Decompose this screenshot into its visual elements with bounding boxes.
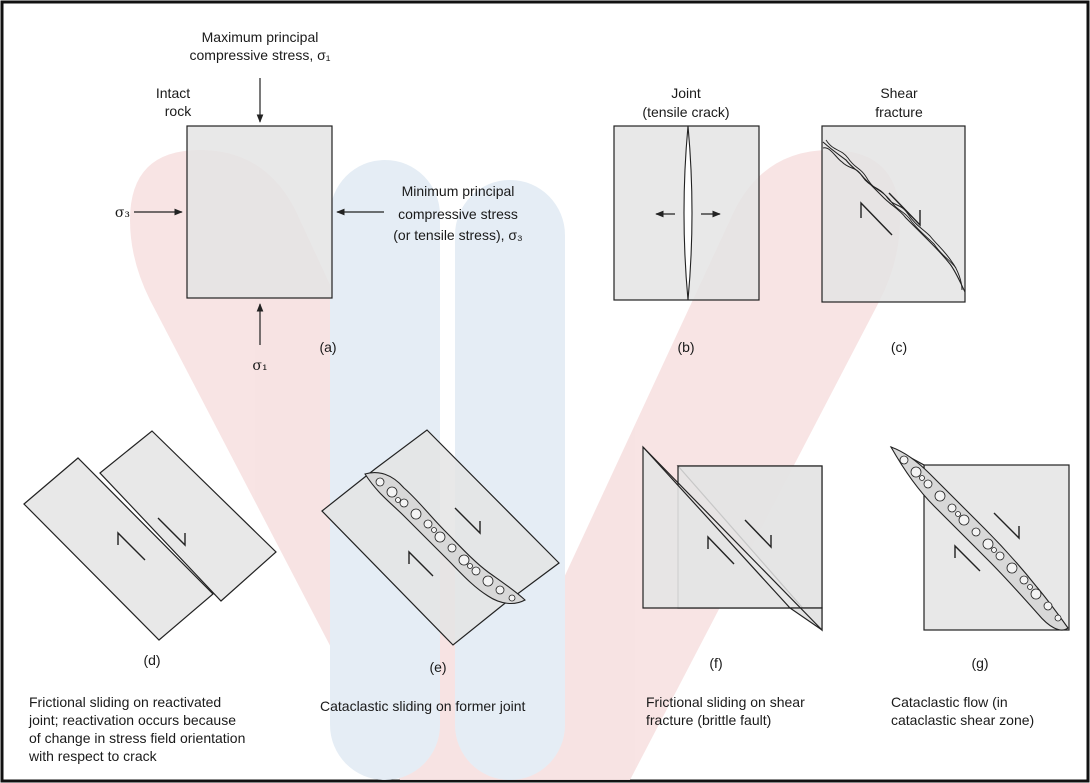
- max-stress-label-line1: Maximum principal: [202, 29, 319, 45]
- slip-arrow-e-right: [454, 507, 481, 535]
- sigma1-bottom-label: σ₁: [252, 358, 267, 374]
- sigma3-left-label: σ₃: [115, 205, 130, 221]
- panel-g-label: (g): [971, 655, 988, 671]
- block-f-wedge: [788, 607, 823, 632]
- panel-f-caption-line2: fracture (brittle fault): [646, 712, 771, 728]
- panel-b-label: (b): [677, 339, 694, 355]
- upper-block-d: [99, 430, 277, 602]
- shear-title-line2: fracture: [875, 104, 923, 120]
- shear-arrow-upper: [888, 192, 921, 227]
- shear-fracture-trace-1: [822, 141, 966, 293]
- min-stress-label-line1: Minimum principal: [402, 183, 515, 199]
- clasts-g: [899, 455, 1062, 622]
- panel-a-label: (a): [319, 339, 336, 355]
- joint-title-line2: (tensile crack): [642, 104, 729, 120]
- fault-plane-f: [642, 446, 823, 631]
- max-stress-label-line2: compressive stress, σ₁: [190, 47, 331, 63]
- block-f-left: [642, 445, 792, 609]
- panel-e: (e) Cataclastic sliding on former joint: [320, 429, 560, 714]
- shear-fracture-trace-3: [825, 139, 957, 269]
- panel-d-label: (d): [143, 652, 160, 668]
- panel-e-label: (e): [429, 659, 446, 675]
- panel-e-caption-line1: Cataclastic sliding on former joint: [320, 698, 526, 714]
- panel-d: (d) Frictional sliding on reactivated jo…: [23, 430, 277, 764]
- intact-label-line2: rock: [165, 103, 192, 119]
- shear-arrow-lower: [860, 201, 893, 236]
- slip-arrow-g-left: [954, 544, 981, 572]
- tensile-crack: [683, 125, 693, 301]
- slip-arrow-d-right: [157, 517, 186, 547]
- intact-label-line1: Intact: [156, 85, 190, 101]
- panel-g: (g) Cataclastic flow (in cataclastic she…: [889, 445, 1070, 728]
- panel-g-caption-line1: Cataclastic flow (in: [891, 694, 1008, 710]
- min-stress-label-line2: compressive stress: [398, 206, 518, 222]
- slip-arrow-g-right: [993, 512, 1020, 540]
- slip-arrow-f-right: [744, 519, 772, 549]
- panel-f-caption-line1: Frictional sliding on shear: [646, 694, 805, 710]
- intact-rock-block: [186, 125, 333, 299]
- shear-fracture-trace-2: [822, 147, 963, 291]
- min-stress-label-line3: (or tensile stress), σ₃: [393, 227, 522, 243]
- panel-b: Joint (tensile crack) (b): [613, 85, 760, 355]
- panel-f-label: (f): [709, 655, 722, 671]
- panel-c: Shear fracture (c): [821, 85, 966, 355]
- slip-arrow-d-left: [117, 531, 146, 561]
- panel-f: (f) Frictional sliding on shear fracture…: [642, 445, 823, 728]
- slip-arrow-f-left: [707, 535, 735, 565]
- shear-title-line1: Shear: [880, 85, 918, 101]
- panel-c-label: (c): [891, 339, 907, 355]
- panel-d-caption-line2: joint; reactivation occurs because: [28, 712, 236, 728]
- lower-block-d: [23, 457, 214, 641]
- panel-d-caption-line4: with respect to crack: [28, 748, 158, 764]
- shear-fracture-block: [821, 125, 966, 303]
- panel-a: Maximum principal compressive stress, σ₁…: [115, 29, 523, 374]
- slip-arrow-e-left: [408, 550, 434, 577]
- panel-d-caption-line1: Frictional sliding on reactivated: [29, 694, 221, 710]
- clasts-e: [375, 477, 516, 602]
- joint-title-line1: Joint: [671, 85, 701, 101]
- panel-d-caption-line3: of change in stress field orientation: [29, 730, 245, 746]
- panel-g-caption-line2: cataclastic shear zone): [891, 712, 1034, 728]
